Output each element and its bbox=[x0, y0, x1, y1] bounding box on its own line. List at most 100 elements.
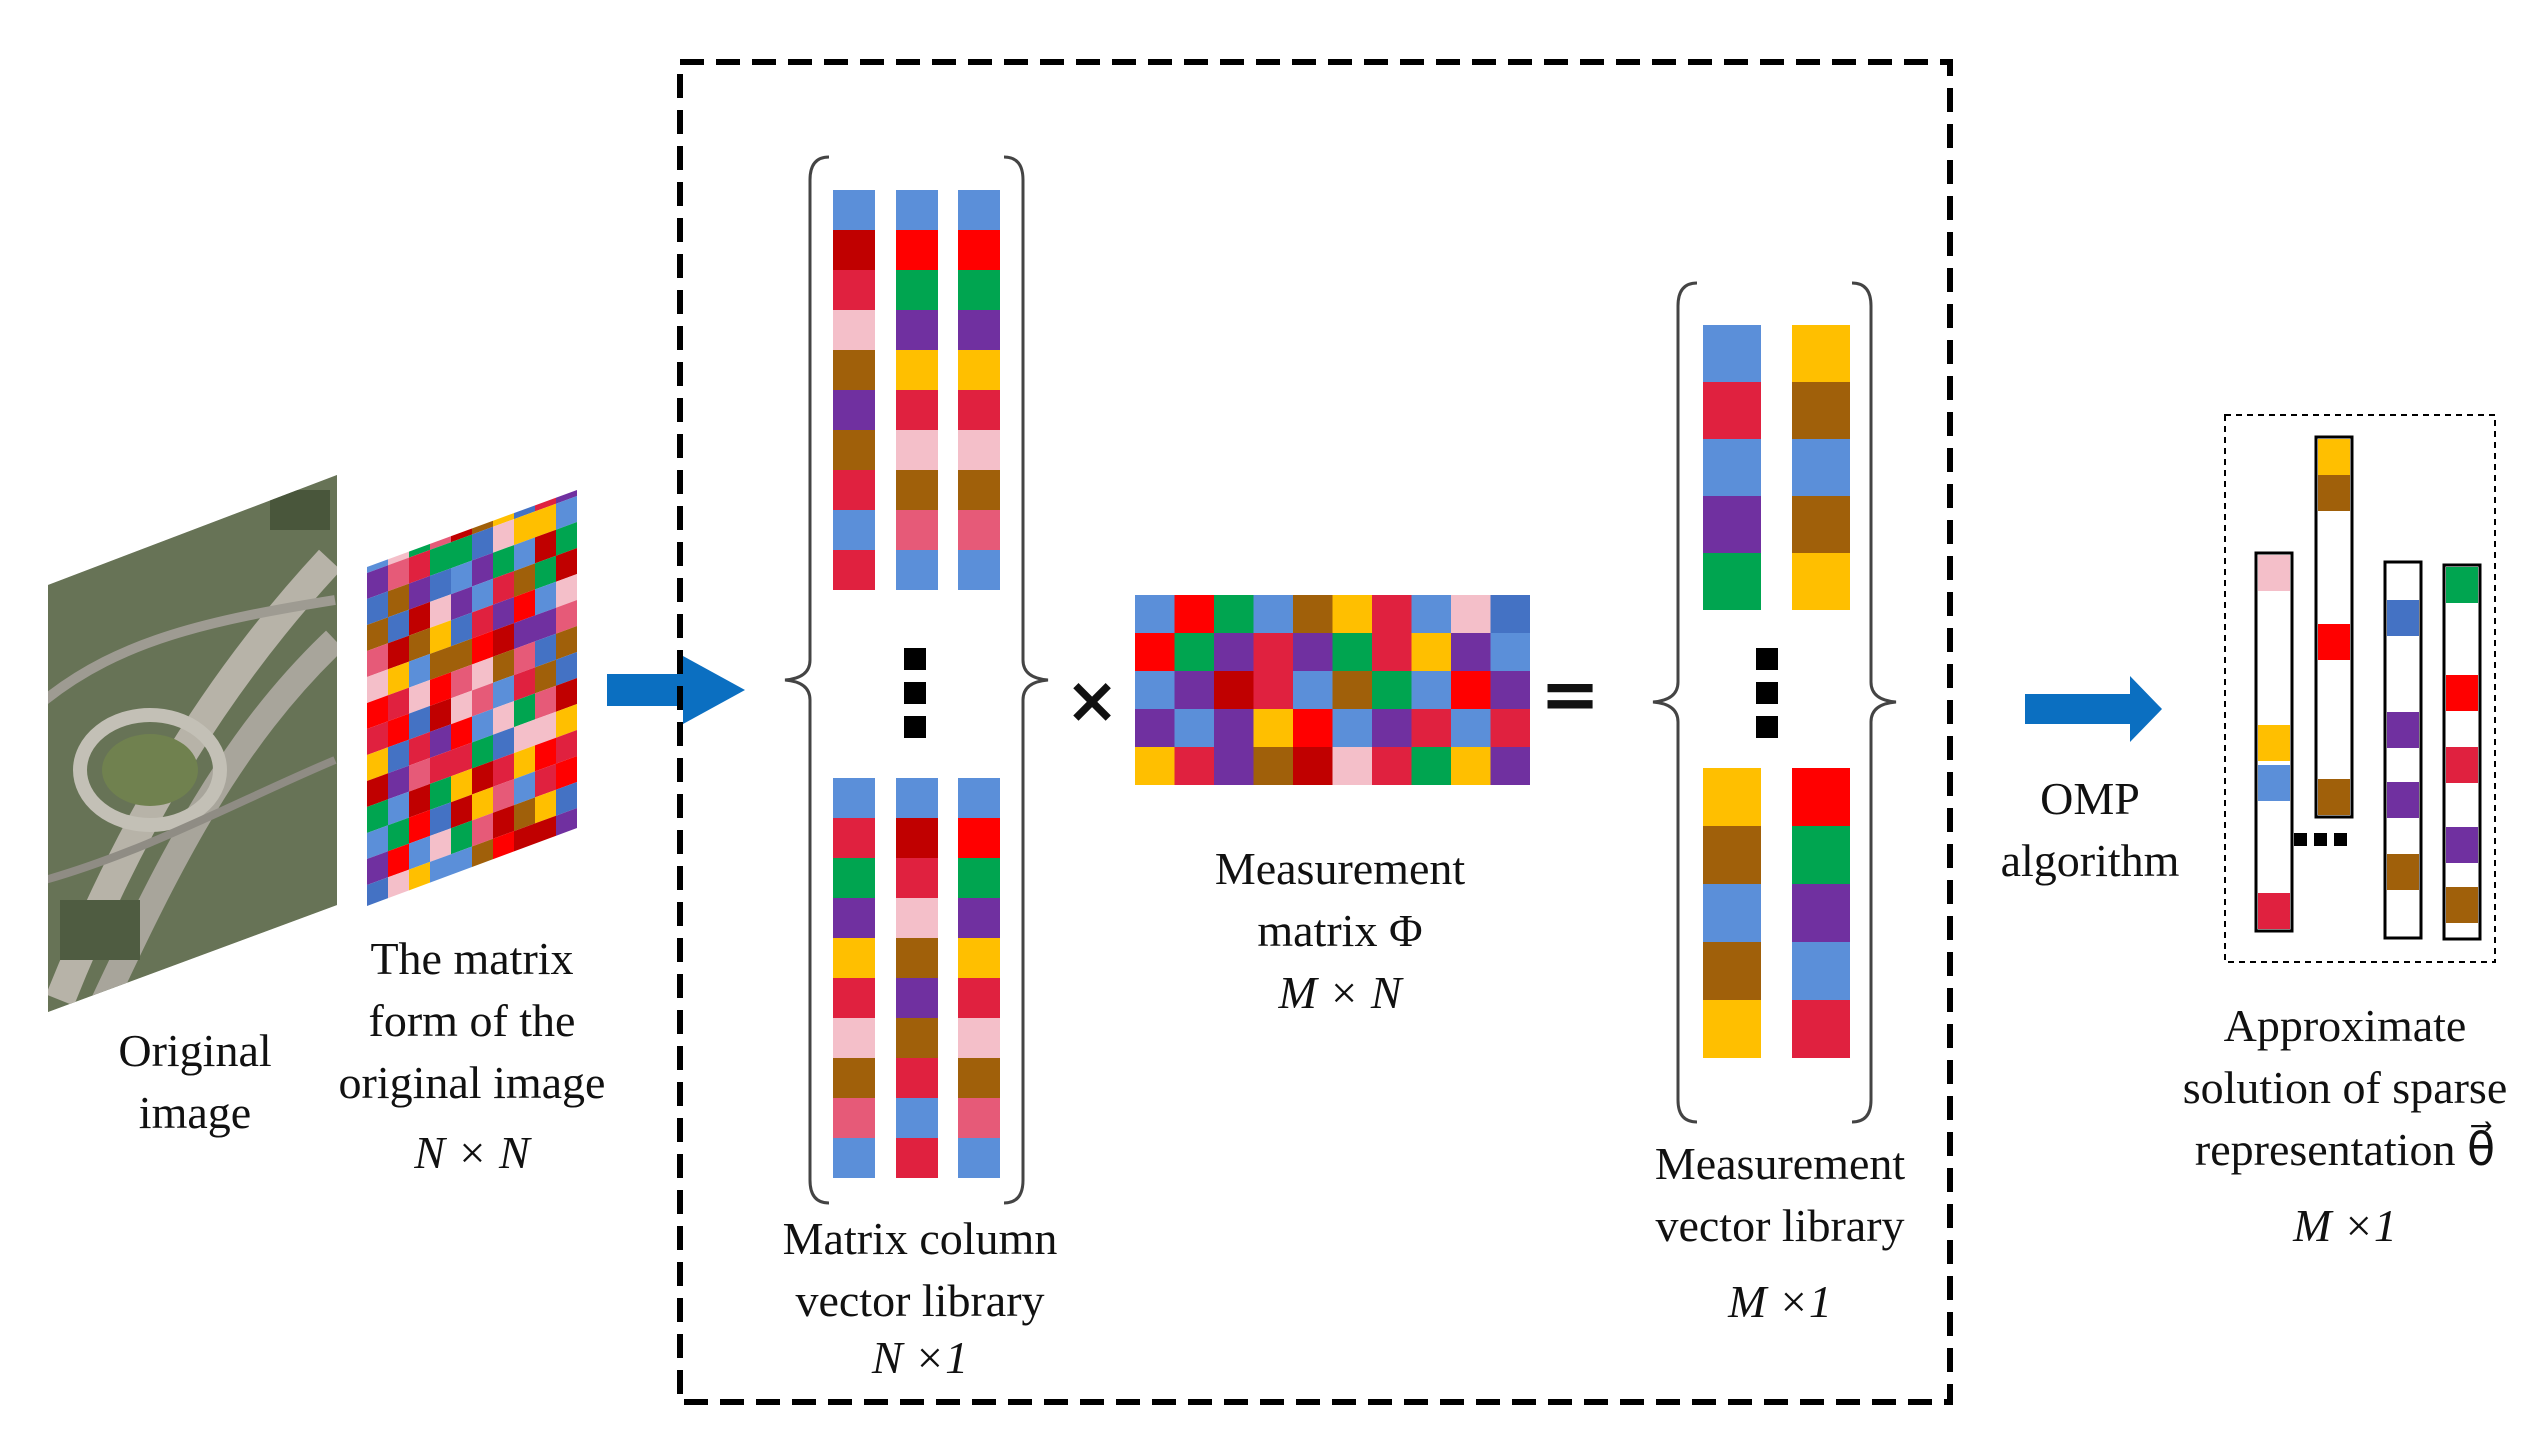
grid-cell bbox=[514, 589, 535, 624]
grid-cell bbox=[493, 649, 514, 683]
matrix-cell bbox=[1174, 633, 1214, 671]
label-omp-line2: algorithm bbox=[2000, 835, 2180, 886]
grid-cell bbox=[514, 667, 535, 702]
grid-cell bbox=[367, 617, 388, 651]
grid-cell bbox=[451, 768, 472, 803]
matrix-cell bbox=[1451, 747, 1491, 785]
dashed-frame-sparse bbox=[2224, 414, 2496, 963]
column-cell bbox=[958, 190, 1000, 230]
column-cell bbox=[896, 350, 938, 390]
matrix-cell bbox=[1135, 747, 1175, 785]
grid-cell bbox=[388, 687, 409, 722]
matrix-cell bbox=[1214, 747, 1254, 785]
sparse-cell bbox=[2446, 567, 2478, 603]
measurement-cell bbox=[1703, 496, 1761, 553]
grid-cell bbox=[367, 669, 388, 703]
matrix-cell bbox=[1411, 595, 1451, 633]
grid-cell bbox=[388, 791, 409, 826]
column-cell bbox=[958, 1138, 1000, 1178]
matrix-cell bbox=[1135, 709, 1175, 747]
grid-cell bbox=[493, 701, 514, 735]
grid-cell bbox=[409, 809, 430, 844]
matrix-cell bbox=[1253, 671, 1293, 709]
grid-cell bbox=[535, 737, 556, 772]
grid-cell bbox=[514, 797, 535, 832]
sparse-solution-vectors bbox=[2254, 435, 2482, 941]
grid-cell bbox=[430, 568, 451, 602]
grid-cell bbox=[535, 789, 556, 824]
grid-cell bbox=[367, 799, 388, 833]
column-cell bbox=[833, 1138, 875, 1178]
matrix-cell bbox=[1490, 671, 1530, 709]
column-cell bbox=[833, 270, 875, 310]
matrix-cell bbox=[1411, 747, 1451, 785]
matrix-cell bbox=[1332, 595, 1372, 633]
matrix-cell bbox=[1490, 747, 1530, 785]
grid-cell bbox=[535, 633, 556, 668]
matrix-cell bbox=[1332, 633, 1372, 671]
label-measurement-matrix-dim: M × N bbox=[1278, 967, 1402, 1018]
measurement-cell bbox=[1703, 1000, 1761, 1058]
grid-cell bbox=[388, 661, 409, 696]
grid-cell bbox=[472, 604, 493, 639]
grid-cell bbox=[409, 731, 430, 766]
grid-cell bbox=[472, 630, 493, 665]
label-matrix-form: The matrix form of the original image N … bbox=[312, 928, 632, 1184]
sparse-cell bbox=[2258, 893, 2290, 929]
arrow-right-icon-1 bbox=[607, 656, 745, 724]
grid-cell bbox=[535, 581, 556, 616]
grid-cell bbox=[367, 721, 388, 755]
grid-cell bbox=[409, 757, 430, 792]
grid-cell bbox=[577, 800, 598, 834]
label-column-library-line2: vector library bbox=[795, 1275, 1045, 1326]
label-approximate-line3: representation θ⃗ bbox=[2194, 1124, 2496, 1175]
column-cell bbox=[833, 430, 875, 470]
grid-cell bbox=[493, 623, 514, 657]
grid-cell bbox=[451, 664, 472, 699]
matrix-form-grid bbox=[367, 490, 598, 906]
measurement-cell bbox=[1792, 768, 1850, 826]
grid-cell bbox=[577, 566, 598, 600]
grid-cell bbox=[388, 713, 409, 748]
grid-cell bbox=[556, 574, 577, 608]
grid-cell bbox=[388, 557, 409, 592]
column-cell bbox=[833, 470, 875, 510]
column-cell bbox=[896, 470, 938, 510]
column-cell bbox=[896, 510, 938, 550]
label-original-image-line2: image bbox=[138, 1087, 252, 1138]
grid-cell bbox=[493, 753, 514, 787]
measurement-cell bbox=[1792, 496, 1850, 553]
grid-cell bbox=[535, 763, 556, 798]
grid-cell bbox=[451, 742, 472, 777]
grid-cell bbox=[577, 774, 598, 808]
sparse-cell bbox=[2258, 555, 2290, 591]
grid-cell bbox=[409, 601, 430, 636]
grid-cell bbox=[409, 627, 430, 662]
grid-cell bbox=[430, 750, 451, 784]
grid-cell bbox=[493, 805, 514, 839]
column-vectors-top bbox=[833, 190, 1000, 590]
sparse-cell bbox=[2446, 675, 2478, 711]
label-measurement-library: Measurement vector library M ×1 bbox=[1605, 1133, 1955, 1333]
grid-cell bbox=[514, 745, 535, 780]
column-cell bbox=[833, 350, 875, 390]
column-cell bbox=[958, 1098, 1000, 1138]
column-vectors-bottom bbox=[833, 778, 1000, 1178]
column-cell bbox=[896, 550, 938, 590]
grid-cell bbox=[409, 705, 430, 740]
column-cell bbox=[833, 898, 875, 938]
matrix-cell bbox=[1451, 709, 1491, 747]
grid-cell bbox=[577, 540, 598, 574]
matrix-cell bbox=[1411, 671, 1451, 709]
column-cell bbox=[896, 1138, 938, 1178]
column-cell bbox=[833, 778, 875, 818]
grid-cell bbox=[577, 748, 598, 782]
column-cell bbox=[833, 1058, 875, 1098]
label-original-image: Original image bbox=[95, 1020, 295, 1144]
grid-cell bbox=[451, 820, 472, 855]
label-matrix-form-line1: The matrix bbox=[370, 933, 574, 984]
column-cell bbox=[833, 978, 875, 1018]
grid-cell bbox=[514, 693, 535, 728]
grid-cell bbox=[409, 679, 430, 714]
column-cell bbox=[958, 430, 1000, 470]
